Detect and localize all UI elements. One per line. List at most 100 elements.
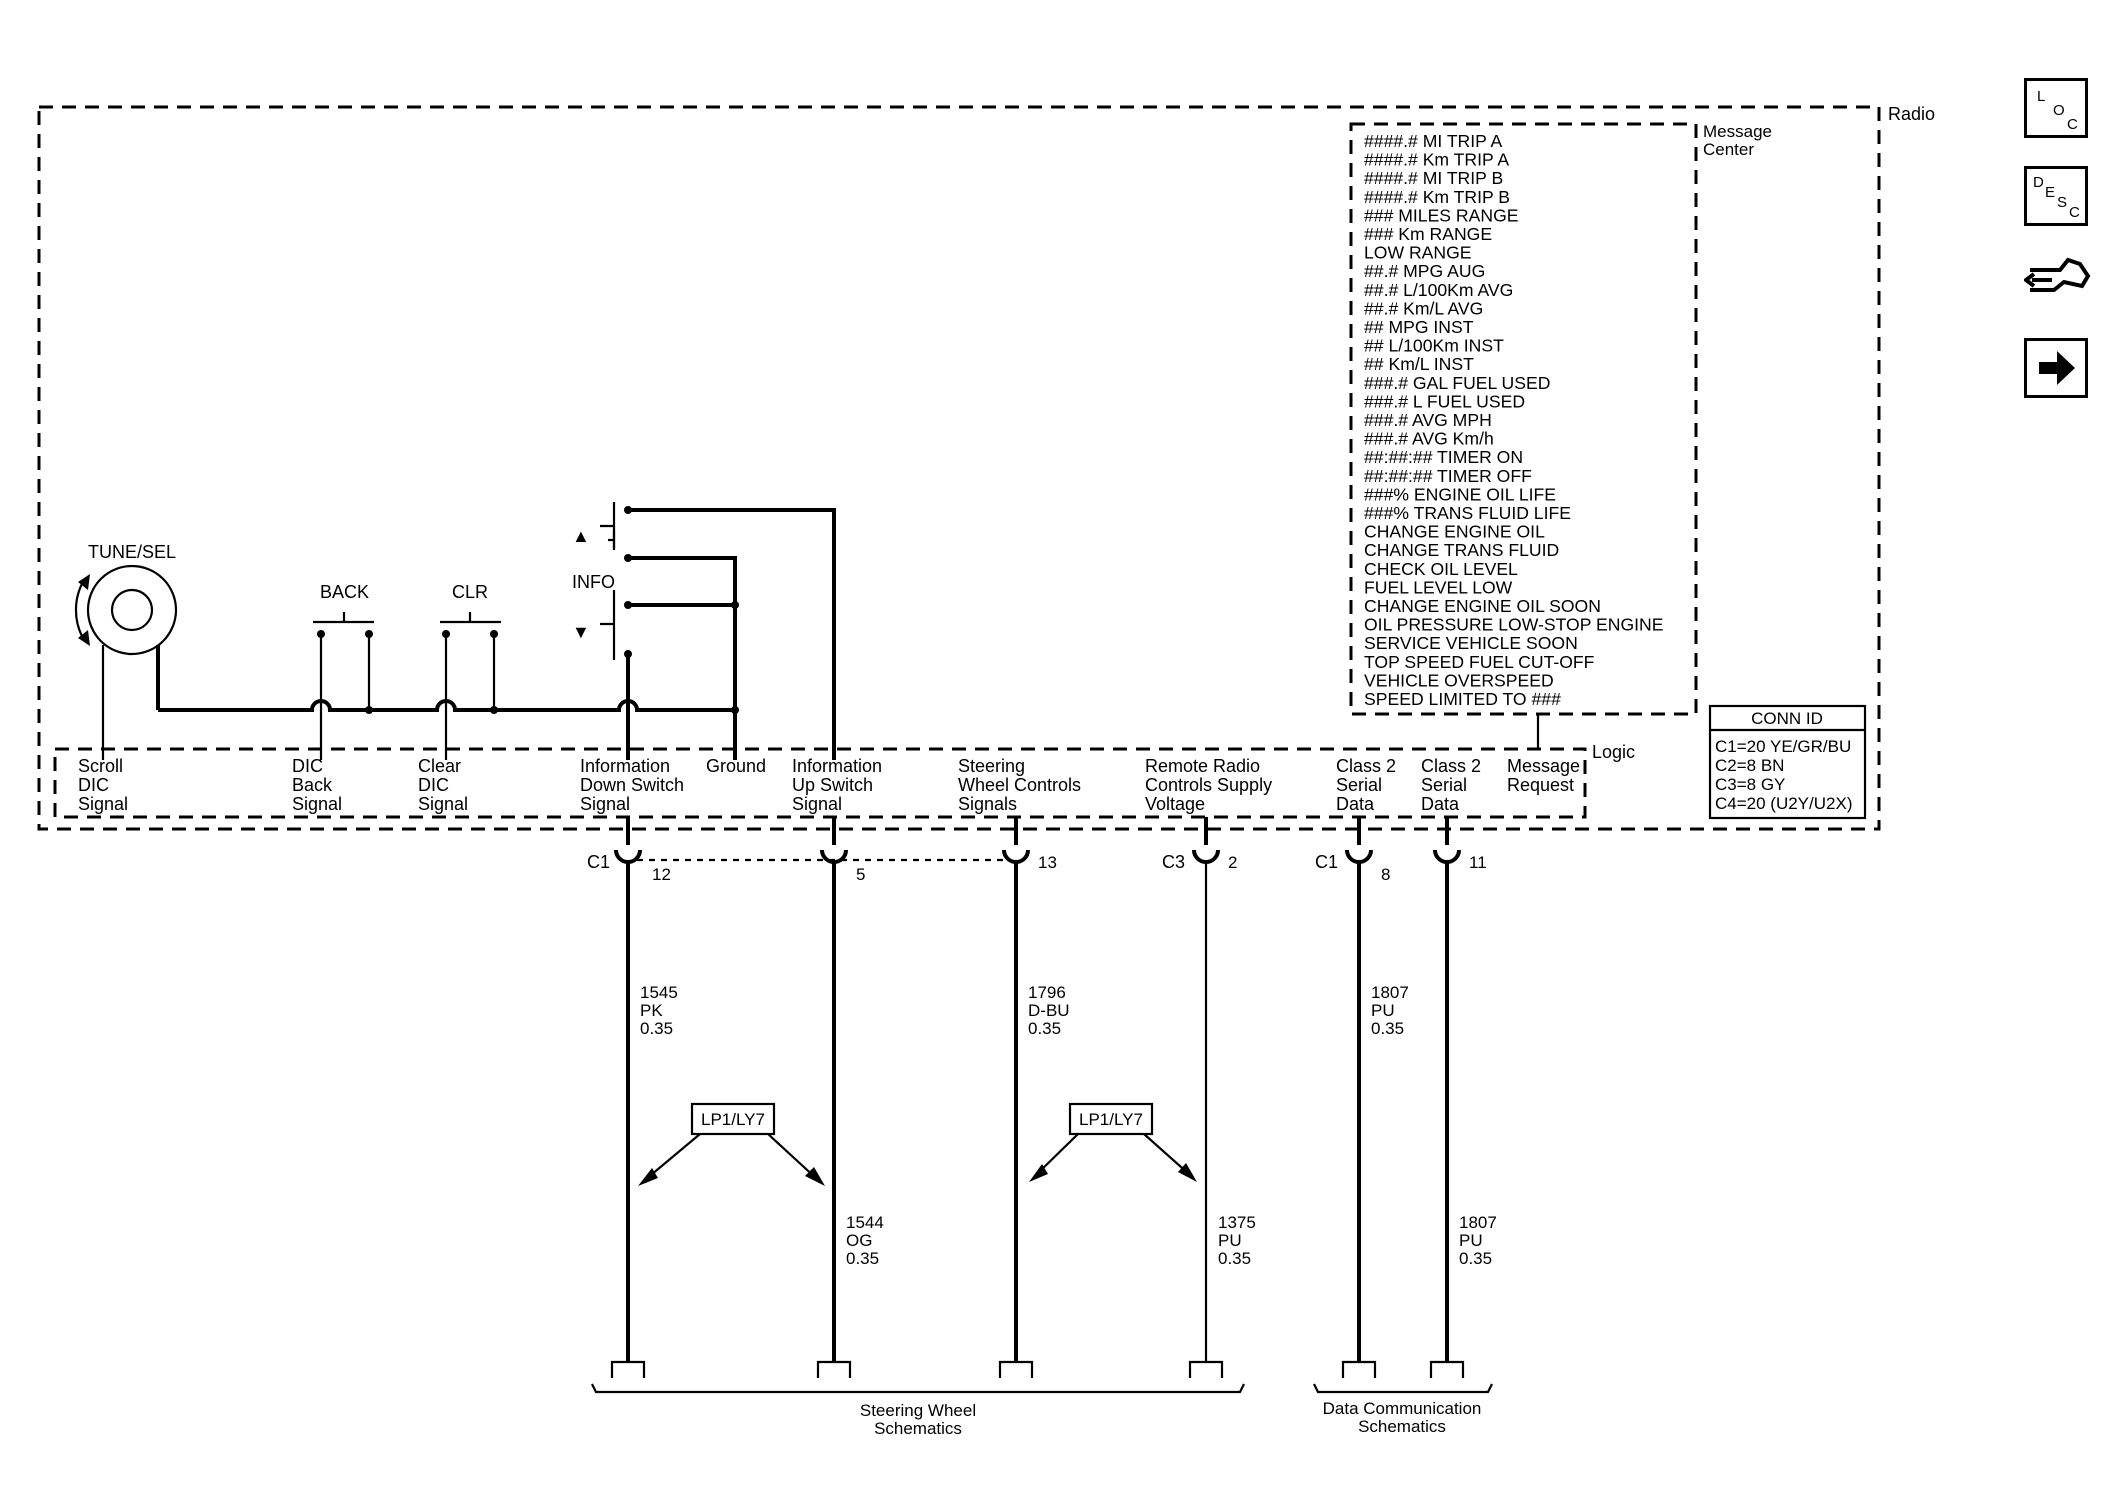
message-center-item: ##:##:## TIMER ON [1364,447,1523,467]
wire-circuit: 1807 [1371,983,1409,1002]
wire-color: PU [1218,1231,1242,1250]
down-arrow-icon: ▼ [572,622,590,642]
message-center-item: ####.# MI TRIP A [1364,131,1502,151]
signal-label: Up Switch [792,775,873,795]
message-center-title-1: Message [1703,122,1772,141]
loc-letter: L [2037,88,2046,105]
message-center-item: ### Km RANGE [1364,224,1492,244]
conn-id-row: C3=8 GY [1715,775,1785,794]
signal-label: Information [792,756,882,776]
pin-number: 8 [1381,865,1390,884]
connector-pin [1002,849,1030,864]
signal-label: Request [1507,775,1574,795]
message-center-item: SPEED LIMITED TO ### [1364,689,1561,709]
wire-color: OG [846,1231,872,1250]
desc-letter: E [2045,184,2056,201]
connector-pin [1345,849,1373,864]
message-center-item: ## MPG INST [1364,317,1474,337]
connector-pin [820,849,848,864]
option-lp1-ly7-right: LP1/LY7 [1029,1102,1197,1182]
connector-label: C1 [1315,852,1338,872]
wire-color: PK [640,1001,663,1020]
clr-switch [440,612,501,624]
signal-label: Remote Radio [1145,756,1260,776]
desc-letter: C [2069,204,2080,221]
wire-circuit: 1544 [846,1213,884,1232]
signal-label: Voltage [1145,794,1205,814]
back-switch [313,612,374,624]
wire-gauge: 0.35 [1459,1249,1492,1268]
signal-label: Clear [418,756,461,776]
conn-id-row: C2=8 BN [1715,756,1784,775]
message-center-item: ###.# AVG Km/h [1364,429,1494,449]
next-page-button[interactable] [2024,338,2088,398]
message-center-item: OIL PRESSURE LOW-STOP ENGINE [1364,615,1664,635]
signal-label: Information [580,756,670,776]
destination-steering-wheel[interactable]: Steering Wheel [860,1401,976,1420]
radio-label: Radio [1888,104,1935,124]
signal-label: Serial [1421,775,1467,795]
message-center-item: FUEL LEVEL LOW [1364,577,1513,597]
clr-label: CLR [452,582,488,602]
connector-pin [1433,849,1461,864]
wire-gauge: 0.35 [640,1019,673,1038]
logic-box [53,747,1587,819]
message-center-box [1349,122,1698,716]
signal-label: Steering [958,756,1025,776]
wire-color: PU [1459,1231,1483,1250]
signal-label: DIC [292,756,323,776]
message-center-item: VEHICLE OVERSPEED [1364,670,1554,690]
pin-number: 2 [1228,853,1237,872]
info-label: INFO [572,572,615,592]
wire-gauge: 0.35 [1371,1019,1404,1038]
pin-number: 13 [1038,853,1057,872]
message-center-item: CHANGE ENGINE OIL SOON [1364,596,1601,616]
wire-circuit: 1796 [1028,983,1066,1002]
rotate-arrow-icon [74,579,85,641]
location-button[interactable]: L O C [2024,78,2088,138]
wire-circuit: 1545 [640,983,678,1002]
info-common-wire [628,556,737,710]
message-center-item: ###% TRANS FLUID LIFE [1364,503,1571,523]
description-button[interactable]: D E S C [2024,166,2088,226]
wire-color: D-BU [1028,1001,1070,1020]
wire-gauge: 0.35 [846,1249,879,1268]
signal-label: Class 2 [1421,756,1481,776]
message-center-item: ## Km/L INST [1364,354,1474,374]
wire-labels-upper: 1545 PK 0.35 1796 D-BU 0.35 1807 PU 0.35 [640,983,1409,1038]
signal-label: Wheel Controls [958,775,1081,795]
message-center-item: SERVICE VEHICLE SOON [1364,633,1578,653]
signal-label: Signal [418,794,468,814]
desc-letter: D [2033,174,2044,191]
logic-label: Logic [1592,742,1635,762]
signal-label: Signal [792,794,842,814]
wire-color: PU [1371,1001,1395,1020]
destination-data-communication[interactable]: Schematics [1358,1417,1446,1436]
signal-label: Data [1336,794,1375,814]
arrow-right-icon [2039,351,2075,385]
message-center-item: ###.# L FUEL USED [1364,391,1525,411]
wire-circuit: 1807 [1459,1213,1497,1232]
message-center-item: ##.# MPG AUG [1364,261,1485,281]
message-center-item: ###% ENGINE OIL LIFE [1364,484,1556,504]
message-center-item: ##:##:## TIMER OFF [1364,466,1532,486]
signal-label: DIC [418,775,449,795]
destination-steering-wheel[interactable]: Schematics [874,1419,962,1438]
loc-letter: C [2067,116,2078,133]
loc-letter: O [2053,102,2065,119]
message-center-item: ##.# L/100Km AVG [1364,280,1513,300]
pin-number: 5 [856,865,865,884]
option-lp1-ly7-left: LP1/LY7 [638,1102,825,1186]
connector-label: C1 [587,852,610,872]
signal-label: DIC [78,775,109,795]
component-view-icon[interactable] [2022,246,2094,316]
signal-label: Signal [78,794,128,814]
message-center-item: ####.# Km TRIP A [1364,150,1509,170]
message-center-item: ###.# GAL FUEL USED [1364,373,1550,393]
signal-label: Class 2 [1336,756,1396,776]
signal-label: Message [1507,756,1580,776]
up-arrow-icon: ▲ [572,526,590,546]
conn-id-row: C4=20 (U2Y/U2X) [1715,794,1852,813]
destination-data-communication[interactable]: Data Communication [1323,1399,1482,1418]
terminals [610,1360,1465,1378]
